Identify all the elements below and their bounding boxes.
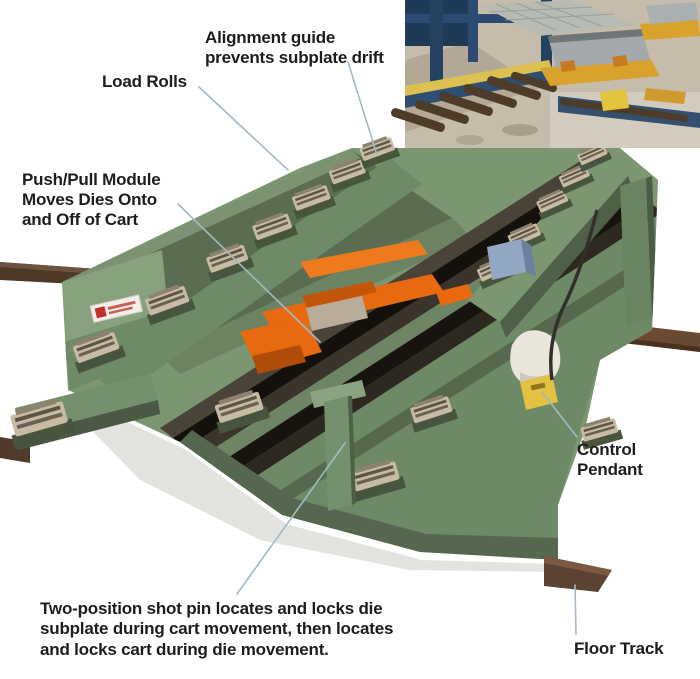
floor-track-right [544,556,612,592]
leader-shot-pin [236,442,346,595]
push-pull-module [240,240,473,374]
leader-control-pendant [541,391,578,438]
label-control-pendant: Control Pendant [577,440,643,480]
label-push-pull-module: Push/Pull Module Moves Dies Onto and Off… [22,170,161,230]
pendant-cable [549,209,599,381]
label-shot-pin: Two-position shot pin locates and locks … [40,599,394,659]
floor-shadow [70,398,560,572]
label-alignment-guide: Alignment guide prevents subplate drift [205,28,384,68]
control-pendant-bag [510,330,561,410]
label-floor-track: Floor Track [574,639,664,658]
manufacturer-label [89,294,144,324]
leader-alignment-guide [347,61,378,156]
leader-lines [177,61,578,635]
inset-photo [391,0,700,148]
label-load-rolls: Load Rolls [102,72,187,91]
leader-push-pull [177,203,321,343]
leader-load-rolls [198,86,289,171]
drive-box [487,239,536,280]
leader-floor-track [574,584,577,635]
